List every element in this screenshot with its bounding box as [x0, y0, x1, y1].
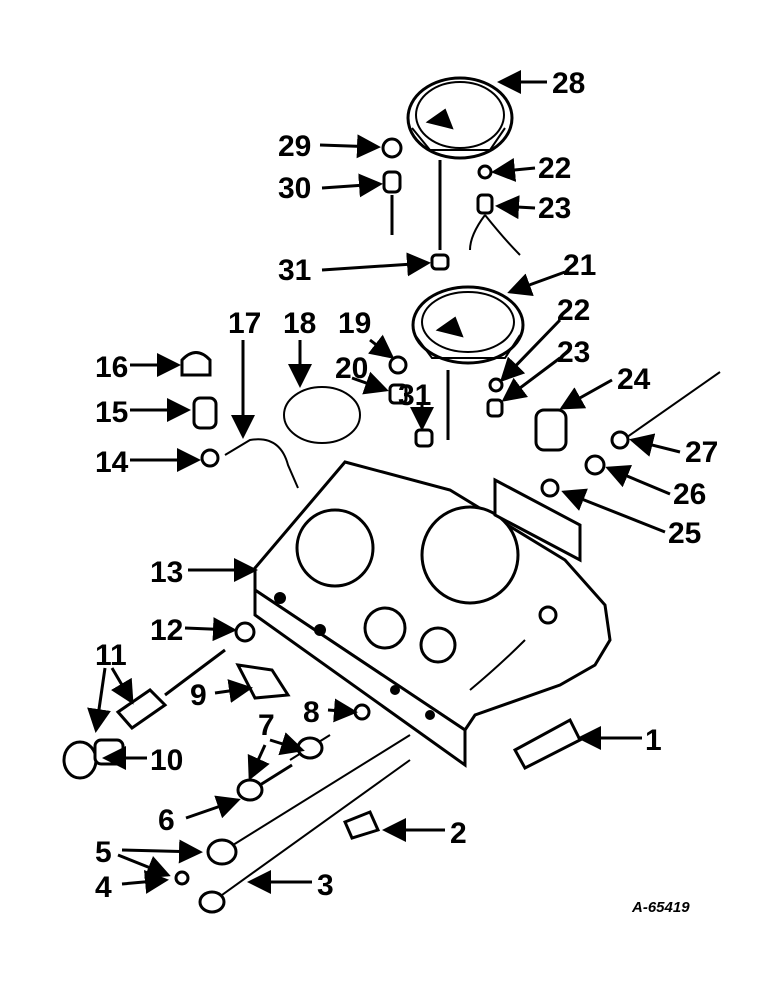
callout-13: 13 [150, 556, 183, 589]
callout-6: 6 [158, 804, 175, 837]
callout-23-upper: 23 [538, 192, 571, 225]
callout-12: 12 [150, 614, 183, 647]
callout-19: 19 [338, 307, 371, 340]
callout-4: 4 [95, 871, 112, 904]
callout-22-upper: 22 [538, 152, 571, 185]
callout-21: 21 [563, 249, 596, 282]
callout-26: 26 [673, 478, 706, 511]
callout-31-lower: 31 [398, 379, 431, 412]
callout-11: 11 [95, 639, 127, 672]
callout-10: 10 [150, 744, 183, 777]
callout-14: 14 [95, 446, 129, 479]
callout-30: 30 [278, 172, 311, 205]
callout-25: 25 [668, 517, 701, 550]
callout-16: 16 [95, 351, 128, 384]
callout-20: 20 [335, 352, 368, 385]
gauge-upper [406, 76, 514, 160]
reference-code: A-65419 [631, 899, 690, 916]
callout-29: 29 [278, 130, 311, 163]
callout-1: 1 [645, 724, 662, 757]
gauge-lower [411, 285, 525, 365]
callout-28: 28 [552, 67, 585, 100]
callout-5: 5 [95, 836, 112, 869]
callout-31-upper: 31 [278, 254, 311, 287]
callout-24: 24 [617, 363, 651, 396]
small-parts [62, 137, 721, 914]
callout-9: 9 [190, 679, 207, 712]
callout-2: 2 [450, 817, 467, 850]
callout-27: 27 [685, 436, 718, 469]
callout-8: 8 [303, 696, 320, 729]
callout-3: 3 [317, 869, 334, 902]
callout-18: 18 [283, 307, 316, 340]
callout-17: 17 [228, 307, 261, 340]
callout-22-lower: 22 [557, 294, 590, 327]
callout-7: 7 [258, 709, 275, 742]
callout-labels: 1 2 3 4 5 6 7 8 9 10 11 12 13 14 15 16 1… [95, 67, 718, 916]
instrument-panel [253, 460, 612, 768]
callout-23-lower: 23 [557, 336, 590, 369]
callout-15: 15 [95, 396, 128, 429]
leader-lines [87, 70, 681, 894]
